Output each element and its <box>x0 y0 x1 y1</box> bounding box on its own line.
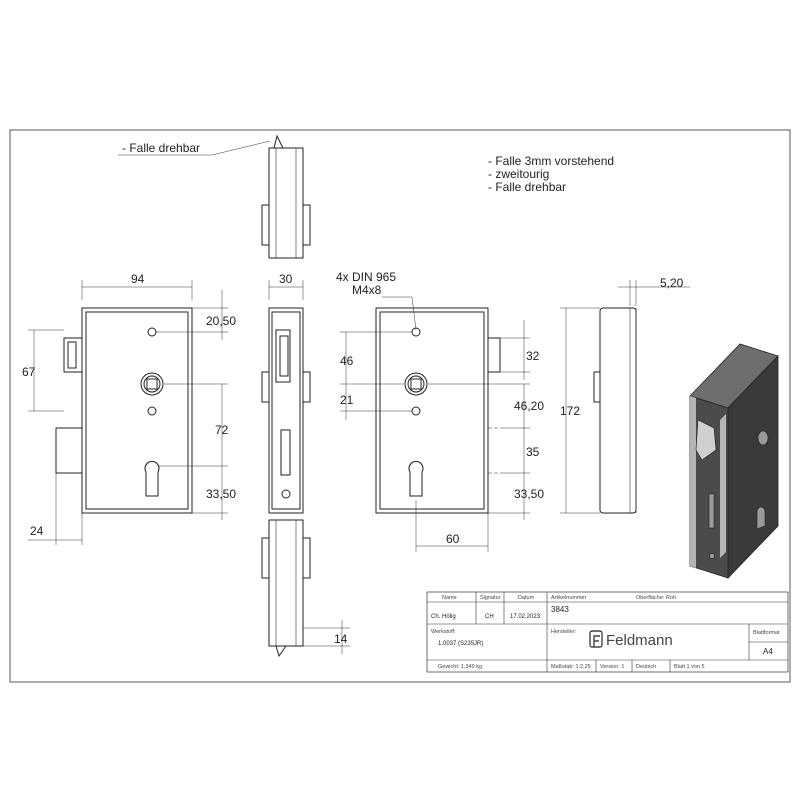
callout-falle-drehbar: - Falle drehbar <box>122 141 200 155</box>
tb-header-hersteller: Hersteller: <box>551 629 577 635</box>
tb-value-werkstoff: 1.0037 (S235JR) <box>438 641 483 647</box>
note-line-1: - Falle 3mm vorstehend <box>488 154 614 168</box>
dim-24: 24 <box>30 524 44 538</box>
notes-block: - Falle 3mm vorstehend - zweitourig - Fa… <box>488 154 614 194</box>
dim-30: 30 <box>279 272 293 286</box>
note-line-2: - zweitourig <box>488 167 549 181</box>
dim-67: 67 <box>22 365 36 379</box>
drawing-frame <box>9 129 791 683</box>
dim-5-20: 5,20 <box>660 276 684 290</box>
isometric-view <box>689 343 779 579</box>
dim-35: 35 <box>526 445 540 459</box>
tb-blatt: Blatt 1 von 5 <box>674 664 705 670</box>
dim-60: 60 <box>446 532 460 546</box>
dim-72: 72 <box>215 423 229 437</box>
callout-screws-1: 4x DIN 965 <box>336 270 396 284</box>
dim-46-20: 46,20 <box>514 399 544 413</box>
tb-value-signatur: CH <box>485 614 494 620</box>
side-view-right <box>593 307 637 514</box>
tb-header-signatur: Signatur <box>480 595 501 601</box>
dim-14: 14 <box>334 632 348 646</box>
dim-33-50-left: 33,50 <box>206 487 236 501</box>
tb-header-blattformat: Blattformat <box>753 630 780 636</box>
tb-value-blattformat: A4 <box>763 647 773 656</box>
callout-leader <box>118 140 271 156</box>
tb-header-name: Name <box>442 595 457 601</box>
dim-33-50-right: 33,50 <box>514 487 544 501</box>
dim-172: 172 <box>560 404 580 418</box>
callout-screws-2: M4x8 <box>352 283 382 297</box>
bottom-view <box>261 519 350 658</box>
dim-46: 46 <box>340 354 354 368</box>
dim-20-50: 20,50 <box>206 314 236 328</box>
note-line-3: - Falle drehbar <box>488 180 566 194</box>
tb-value-artikelnummer: 3843 <box>551 605 569 614</box>
tb-header-werkstoff: Werkstoff: <box>431 629 456 635</box>
brand-name: Feldmann <box>606 632 673 649</box>
tb-header-datum: Datum <box>518 595 535 601</box>
dim-32: 32 <box>526 349 540 363</box>
tb-header-artikelnummer: Artikelnummer <box>551 595 587 601</box>
front-view-left <box>55 307 193 514</box>
feldmann-logo-icon <box>589 630 603 648</box>
tb-gewicht: Gewicht: 1,349 kg <box>438 664 482 670</box>
dim-94: 94 <box>131 272 145 286</box>
title-block <box>426 591 789 673</box>
dim-21: 21 <box>340 393 354 407</box>
tb-value-name: Ch. Hölig <box>431 614 456 620</box>
tb-value-datum: 17.02.2023 <box>510 614 541 620</box>
tb-massstab: Maßstab: 1:2,25 <box>551 664 591 670</box>
top-view <box>261 134 311 259</box>
tb-sprache: Deutsch <box>636 664 656 670</box>
front-view-right <box>375 307 501 514</box>
tb-version: Version: 1 <box>600 664 624 670</box>
tb-header-oberflaeche: Oberfläche: Roh <box>636 595 676 601</box>
side-section-view <box>261 307 311 514</box>
